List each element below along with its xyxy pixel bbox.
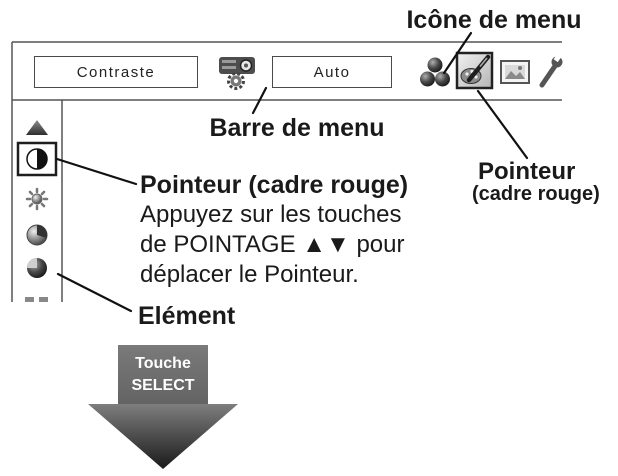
menu-bar-callout: Barre de menu <box>209 114 385 142</box>
paint-dot <box>465 72 469 76</box>
three-circles-icon[interactable] <box>420 57 450 87</box>
circle-top <box>427 57 443 73</box>
element-callout: Elément <box>138 302 236 330</box>
leader-line-menu-icon <box>442 31 473 75</box>
pointer-callout-right: Pointeur <box>478 158 576 185</box>
pie-icon[interactable] <box>26 224 48 246</box>
menu-bar <box>11 41 562 101</box>
sun-icon[interactable] <box>25 187 49 211</box>
palette-icon[interactable] <box>455 51 494 90</box>
wrench-jaw-gap <box>553 54 562 63</box>
select-key-label-line-1: Touche <box>135 355 191 372</box>
leader-line-element <box>56 272 133 313</box>
paint-dot <box>474 75 478 79</box>
select-key-arrow <box>88 345 238 469</box>
sphere-icon[interactable] <box>27 258 47 278</box>
arrow-head <box>88 404 238 469</box>
partial-icon[interactable] <box>25 297 48 302</box>
sun-rays <box>25 187 49 211</box>
projector-lens-center <box>244 63 248 68</box>
pointer-callout-right-note: (cadre rouge) <box>472 183 600 205</box>
frame-mountains <box>505 71 525 79</box>
pointer-callout-left: Pointeur (cadre rouge) <box>140 171 409 199</box>
menu-item-name: Contraste <box>76 63 156 81</box>
projector-gear-icon[interactable] <box>219 57 255 90</box>
circle-right <box>435 71 450 87</box>
circle-left <box>420 71 435 87</box>
leader-line-pointer-left <box>55 157 138 186</box>
brush-highlight <box>479 57 488 68</box>
triangle-icon[interactable] <box>26 120 48 135</box>
gear-hole <box>233 78 239 84</box>
wrench-handle <box>539 63 558 88</box>
half-circle-dark-half <box>37 149 47 169</box>
projector-vent <box>222 60 236 63</box>
arrow-shaft <box>118 345 208 405</box>
menu-item-value-field: Auto <box>272 56 392 88</box>
sun-core <box>31 193 43 205</box>
wrench-icon[interactable] <box>539 54 563 88</box>
menu-icon-callout: Icône de menu <box>406 6 582 34</box>
leader-lines <box>55 31 529 313</box>
select-key-label-line-2: SELECT <box>131 377 195 394</box>
picture-frame-icon[interactable] <box>500 60 530 84</box>
pie-wedge <box>37 225 47 238</box>
leader-line-pointer-right <box>476 89 529 160</box>
gear-teeth <box>227 72 245 90</box>
pointer-instruction-line-3: déplacer le Pointeur. <box>140 261 359 288</box>
menu-item-column <box>11 100 63 302</box>
frame-sun <box>518 66 522 70</box>
menu-item-value: Auto <box>313 63 351 81</box>
pointer-instruction-line-1: Appuyez sur les touches <box>140 201 402 228</box>
menu-item-name-field: Contraste <box>34 56 198 88</box>
partial-icon-left <box>25 297 34 302</box>
partial-icon-right <box>39 297 48 302</box>
leader-line-menu-bar <box>251 86 268 115</box>
projector-vent <box>222 66 236 69</box>
pointer-instruction-line-2: de POINTAGE ▲▼ pour <box>140 231 405 258</box>
sphere-highlight <box>27 258 37 268</box>
half-circle-icon[interactable] <box>16 141 58 177</box>
